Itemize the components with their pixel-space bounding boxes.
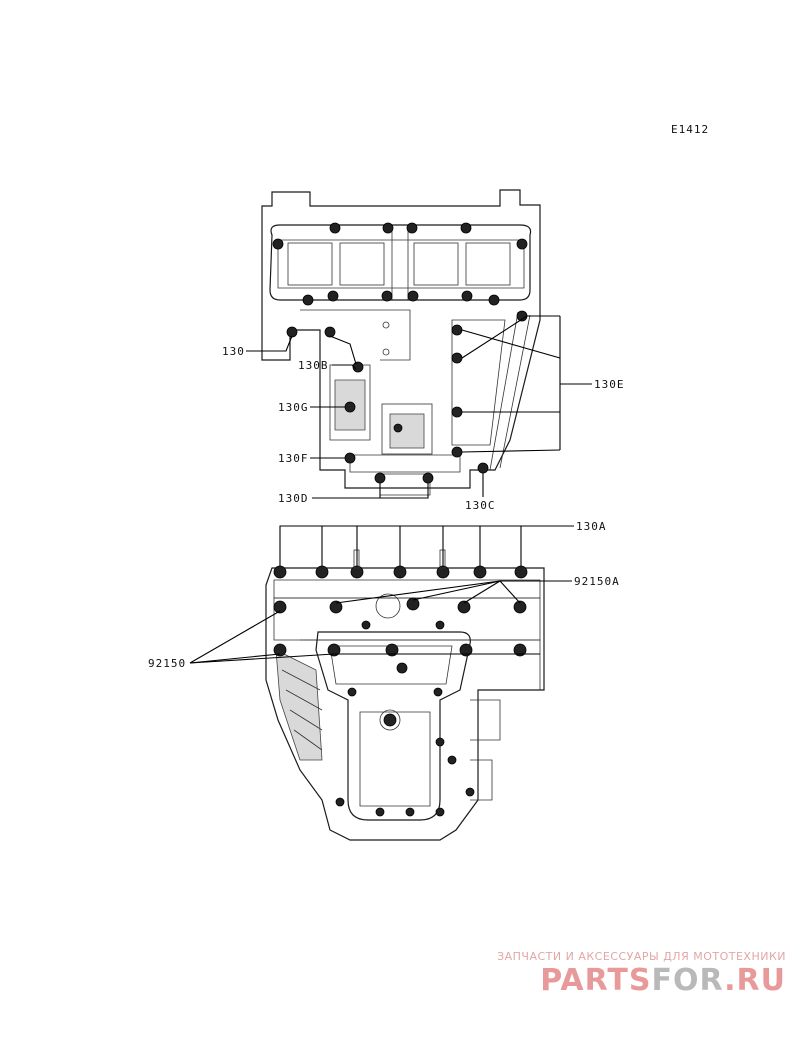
label-130g: 130G — [278, 401, 309, 414]
lower-callouts: 130A 92150A 92150 — [148, 520, 620, 670]
logo-part-parts: PARTS — [540, 963, 652, 998]
label-130b: 130B — [298, 359, 329, 372]
label-130d: 130D — [278, 492, 309, 505]
label-130: 130 — [222, 345, 245, 358]
watermark-logo: PARTSFOR.RU — [466, 963, 786, 998]
logo-part-for: FOR — [651, 963, 725, 998]
watermark-tagline: ЗАПЧАСТИ И АКСЕССУАРЫ ДЛЯ МОТОТЕХНИКИ — [497, 950, 786, 963]
upper-crankcase — [261, 189, 541, 496]
label-130e: 130E — [594, 378, 625, 391]
diagram-id: E1412 — [671, 123, 709, 136]
label-92150: 92150 — [148, 657, 186, 670]
label-130f: 130F — [278, 452, 309, 465]
logo-part-ru: .RU — [724, 963, 786, 998]
watermark: ЗАПЧАСТИ И АКСЕССУАРЫ ДЛЯ МОТОТЕХНИКИ PA… — [466, 950, 786, 998]
label-130c: 130C — [465, 499, 496, 512]
lower-crankcase — [265, 549, 545, 841]
upper-callouts: 130 130B 130G 130F 130D 130C 130E — [222, 315, 625, 512]
label-130a: 130A — [576, 520, 607, 533]
label-92150a: 92150A — [574, 575, 620, 588]
